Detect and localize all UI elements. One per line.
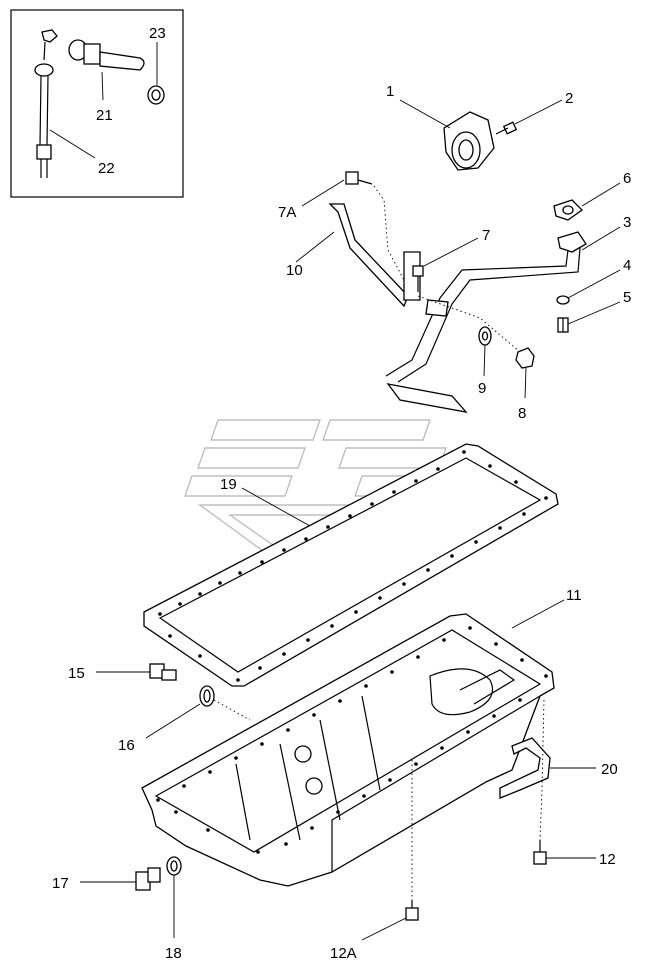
sensor-plug-part-21 [68,39,145,71]
gasket-bolt-holes [158,450,548,682]
callout-17: 17 [52,875,69,892]
callout-8: 8 [518,405,526,422]
oil-pan-gasket-part-19: 19 [143,443,559,687]
seal-ring-part-23 [147,85,165,105]
seal-part-16: 16 [118,685,251,754]
drain-plug-part-17: 17 [52,867,161,892]
callout-1: 1 [386,83,394,100]
washer-part-9: 9 [478,326,492,397]
oil-level-sensor-part-22 [34,29,58,178]
bolt-part-5: 5 [557,289,631,333]
callout-12a: 12A [330,945,357,962]
callout-15: 15 [68,665,85,682]
callout-22: 22 [98,160,115,177]
callout-7a: 7A [278,204,296,221]
callout-19: 19 [220,476,237,493]
callout-2: 2 [565,90,573,107]
oil-strainer-part-1: 1 [386,83,495,171]
callout-3: 3 [623,214,631,231]
callout-5: 5 [623,289,631,306]
oil-pan-part-11: 11 [141,587,582,887]
callout-6: 6 [623,170,631,187]
callout-4: 4 [623,257,631,274]
seal-part-18: 18 [165,856,182,962]
callout-12: 12 [599,851,616,868]
washer-part-4: 4 [556,257,631,305]
bolt-part-2: 2 [495,90,573,135]
callout-7: 7 [482,227,490,244]
bracket-part-20: 20 [499,737,618,799]
callout-9: 9 [478,380,486,397]
callout-16: 16 [118,737,135,754]
pan-bolt-holes [156,626,548,854]
callout-21: 21 [96,107,113,124]
bracket-part-10: 10 [286,203,421,308]
callout-10: 10 [286,262,303,279]
inset-box: 23 21 22 [10,9,184,198]
plug-part-15: 15 [68,663,177,682]
nut-part-8: 8 [515,347,535,422]
callout-18: 18 [165,945,182,962]
gasket-part-6: 6 [553,170,631,221]
bolt-part-7a: 7A [278,171,405,281]
bolt-part-7: 7 [412,227,521,353]
bolt-part-12: 12 [533,699,616,868]
suction-pipe-part-3: 3 [385,214,631,413]
bolt-part-12a: 12A [330,760,419,962]
callout-23: 23 [149,25,166,42]
callout-11: 11 [566,587,582,604]
callout-20: 20 [601,761,618,778]
